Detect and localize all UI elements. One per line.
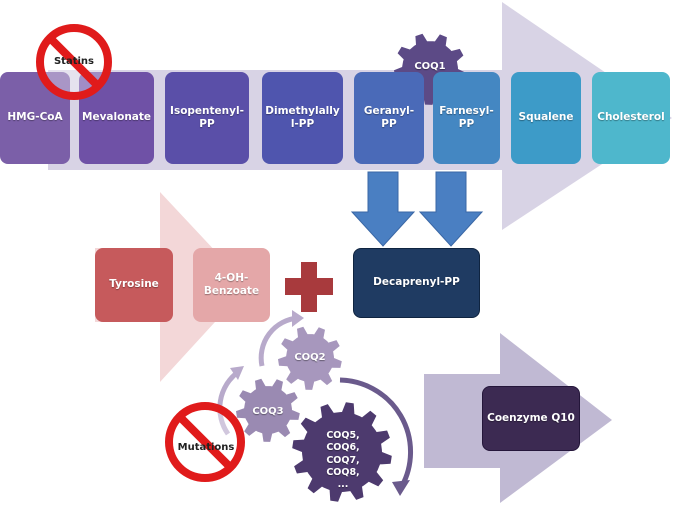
coq-group-label: COQ5, COQ6, COQ7, COQ8, ... <box>326 430 360 491</box>
step-label: Dimethylally l-PP <box>265 104 340 130</box>
gear-coq2-shape <box>278 326 342 390</box>
step-label: Isopentenyl- PP <box>170 104 244 130</box>
coq2-gear-icon <box>278 326 342 390</box>
step-label: HMG-CoA <box>7 111 63 124</box>
step-dimethylallyl-pp: Dimethylally l-PP <box>262 72 343 164</box>
tyrosine-label: Tyrosine <box>109 278 159 291</box>
step-isopentenyl-pp: Isopentenyl- PP <box>165 72 249 164</box>
step-label: Farnesyl- PP <box>439 104 494 130</box>
benzoate-label: 4-OH- Benzoate <box>203 271 260 297</box>
coq-group-gear-icon <box>292 402 392 502</box>
step-cholesterol: Cholesterol <box>592 72 670 164</box>
step-farnesyl-pp: Farnesyl- PP <box>433 72 500 164</box>
coq1-label: COQ1 <box>414 61 446 72</box>
gear-coqgroup-shape <box>292 402 392 502</box>
gear-coq3-shape <box>236 378 300 442</box>
plus-icon <box>285 262 333 312</box>
coq2-label: COQ2 <box>294 352 326 363</box>
coenzyme-label: Coenzyme Q10 <box>487 411 575 424</box>
step-hmg-coa: HMG-CoA <box>0 72 70 164</box>
tyrosine-box: Tyrosine <box>95 248 173 322</box>
step-label: Squalene <box>518 111 574 124</box>
statins-prohibit-icon <box>36 24 112 100</box>
step-geranyl-pp: Geranyl- PP <box>354 72 424 164</box>
coq3-label: COQ3 <box>252 406 284 417</box>
step-label: Cholesterol <box>597 111 665 124</box>
step-squalene: Squalene <box>511 72 581 164</box>
coq3-gear-icon <box>236 378 300 442</box>
step-label: Mevalonate <box>82 111 152 124</box>
mutations-label: Mutations <box>177 442 235 453</box>
decaprenyl-label: Decaprenyl-PP <box>373 276 460 289</box>
mutations-prohibit-icon <box>165 402 245 482</box>
decaprenyl-pp-box: Decaprenyl-PP <box>353 248 480 318</box>
down-arrow-geranyl <box>350 171 416 247</box>
coenzyme-q10-box: Coenzyme Q10 <box>482 386 580 451</box>
cycle-arrow-right <box>339 377 414 488</box>
statins-label: Statins <box>53 56 94 67</box>
cycle-arrow-top <box>258 315 299 367</box>
down-arrow-farnesyl <box>418 171 484 247</box>
cycle-arrow-left <box>217 369 240 436</box>
step-label: Geranyl- PP <box>363 104 415 130</box>
benzoate-box: 4-OH- Benzoate <box>193 248 270 322</box>
